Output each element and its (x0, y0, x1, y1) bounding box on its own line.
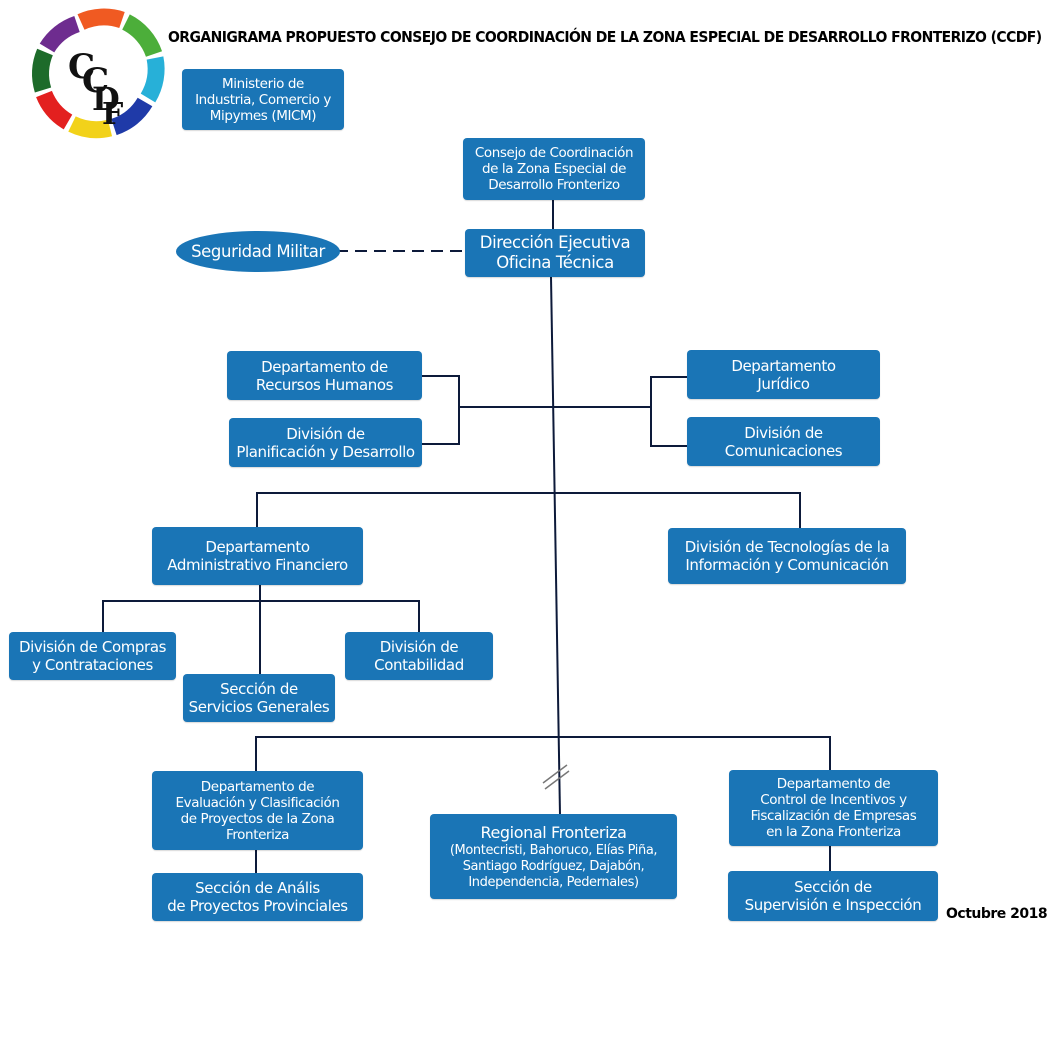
logo-letter-d: D (92, 80, 120, 118)
node-planificacion: División de Planificación y Desarrollo (229, 418, 422, 467)
node-contabilidad: División de Contabilidad (345, 632, 493, 680)
logo-letter-c1: C (68, 47, 95, 87)
regional-provinces: (Montecristi, Bahoruco, Elías Piña, Sant… (449, 842, 658, 890)
logo-arrow-yellow (68, 116, 113, 139)
connector-level2-bar (256, 492, 801, 528)
connector-level3-bar (255, 736, 831, 771)
node-analisis: Sección de Anális de Proyectos Provincia… (152, 873, 363, 921)
node-tic: División de Tecnologías de la Informació… (668, 528, 906, 584)
node-micm: Ministerio de Industria, Comercio y Mipy… (182, 69, 344, 130)
logo-arrow-red (36, 90, 73, 130)
chart-title: ORGANIGRAMA PROPUESTO CONSEJO DE COORDIN… (168, 28, 1042, 46)
logo-arrow-purple (39, 15, 81, 53)
node-compras: División de Compras y Contrataciones (9, 632, 176, 680)
logo-arrow-orange (77, 8, 125, 30)
node-direccion-ejecutiva: Dirección Ejecutiva Oficina Técnica (465, 229, 645, 277)
logo-arrow-green (121, 14, 163, 58)
regional-title: Regional Fronteriza (480, 822, 627, 842)
ccdf-logo: C C D F (32, 8, 165, 139)
logo-letter-f: F (102, 97, 123, 132)
main-trunk (550, 276, 561, 816)
connector-staff-right (650, 376, 688, 447)
logo-arrow-ring (32, 8, 165, 139)
node-servicios-generales: Sección de Servicios Generales (183, 674, 335, 722)
node-comunicaciones: División de Comunicaciones (687, 417, 880, 466)
logo-arrow-blue (110, 97, 153, 136)
break-symbol (542, 764, 570, 790)
connector-admin-children-bar (102, 600, 420, 632)
node-administrativo-financiero: Departamento Administrativo Financiero (152, 527, 363, 585)
logo-letter-c2: C (82, 61, 109, 101)
node-juridico: Departamento Jurídico (687, 350, 880, 399)
node-recursos-humanos: Departamento de Recursos Humanos (227, 351, 422, 400)
node-seguridad-militar: Seguridad Militar (176, 231, 340, 272)
node-consejo: Consejo de Coordinación de la Zona Espec… (463, 138, 645, 200)
logo-arrow-cyan (140, 56, 165, 103)
connector-staff-left (422, 375, 460, 445)
node-regional-fronteriza: Regional Fronteriza (Montecristi, Bahoru… (430, 814, 677, 899)
logo-arrow-darkgreen (32, 48, 53, 93)
node-control-incentivos: Departamento de Control de Incentivos y … (729, 770, 938, 846)
date-label: Octubre 2018 (946, 906, 1048, 922)
node-evaluacion: Departamento de Evaluación y Clasificaci… (152, 771, 363, 850)
node-supervision: Sección de Supervisión e Inspección (728, 871, 938, 921)
